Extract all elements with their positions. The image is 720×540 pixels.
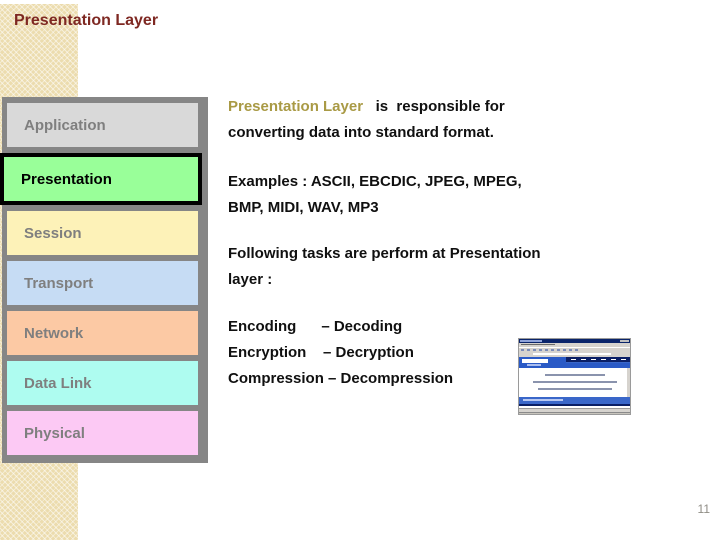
tasks-heading-line-2: layer :: [228, 271, 273, 288]
thumb-browser-statusbar: [519, 408, 630, 412]
layer-data-link-label: Data Link: [24, 374, 92, 392]
osi-layers-panel: Application Presentation Session Transpo…: [0, 97, 208, 463]
thumb-browser-titlebar: [519, 339, 630, 343]
layer-transport: Transport: [7, 261, 198, 305]
thumb-page-content: [519, 368, 630, 397]
layer-presentation-label: Presentation: [21, 170, 112, 188]
browser-screenshot-thumbnail: [518, 338, 631, 415]
layer-session-label: Session: [24, 224, 82, 242]
layer-physical: Physical: [7, 411, 198, 455]
layer-application: Application: [7, 103, 198, 147]
tasks-heading-line-1: Following tasks are perform at Presentat…: [228, 245, 541, 262]
thumb-site-logo: [522, 359, 548, 363]
thumb-page-footer-band: [519, 397, 630, 404]
intro-highlight: Presentation Layer: [228, 98, 364, 115]
intro-paragraph: Presentation Layer is responsible for co…: [228, 94, 505, 146]
slide-title: Presentation Layer: [14, 12, 159, 29]
tasks-heading: Following tasks are perform at Presentat…: [228, 241, 541, 293]
thumb-system-tray-icon: [607, 414, 629, 415]
thumb-start-button-icon: [520, 414, 534, 415]
thumb-site-header: [519, 357, 630, 368]
layer-transport-label: Transport: [24, 274, 94, 292]
task-encryption-decryption: Encryption – Decryption: [228, 344, 414, 361]
thumb-scrollbar: [627, 368, 630, 397]
thumb-browser-menubar: [519, 343, 630, 347]
layer-presentation: Presentation: [0, 153, 202, 205]
layer-physical-label: Physical: [24, 424, 85, 442]
page-number: 11: [697, 502, 710, 516]
layer-application-label: Application: [24, 116, 106, 134]
thumb-footer-line: [519, 404, 630, 406]
layer-session: Session: [7, 211, 198, 255]
thumb-browser-toolbar: [519, 347, 630, 352]
layer-data-link: Data Link: [7, 361, 198, 405]
thumb-window-buttons-icon: [620, 340, 629, 342]
thumb-browser-addressbar: [519, 352, 630, 357]
intro-line-1-rest: is responsible for: [363, 98, 505, 115]
layer-network: Network: [7, 311, 198, 355]
examples-line-2: BMP, MIDI, WAV, MP3: [228, 199, 379, 216]
thumb-windows-taskbar: [519, 412, 630, 415]
task-encoding-decoding: Encoding – Decoding: [228, 318, 403, 335]
task-compression-decompression: Compression – Decompression: [228, 370, 454, 387]
examples-paragraph: Examples : ASCII, EBCDIC, JPEG, MPEG, BM…: [228, 169, 522, 221]
examples-line-1: Examples : ASCII, EBCDIC, JPEG, MPEG,: [228, 173, 522, 190]
tasks-list: Encoding – Decoding Encryption – Decrypt…: [228, 314, 453, 392]
intro-line-1: Presentation Layer is responsible for: [228, 94, 505, 120]
layer-network-label: Network: [24, 324, 84, 342]
intro-line-2: converting data into standard format.: [228, 124, 494, 141]
thumb-site-navbar: [566, 357, 630, 363]
